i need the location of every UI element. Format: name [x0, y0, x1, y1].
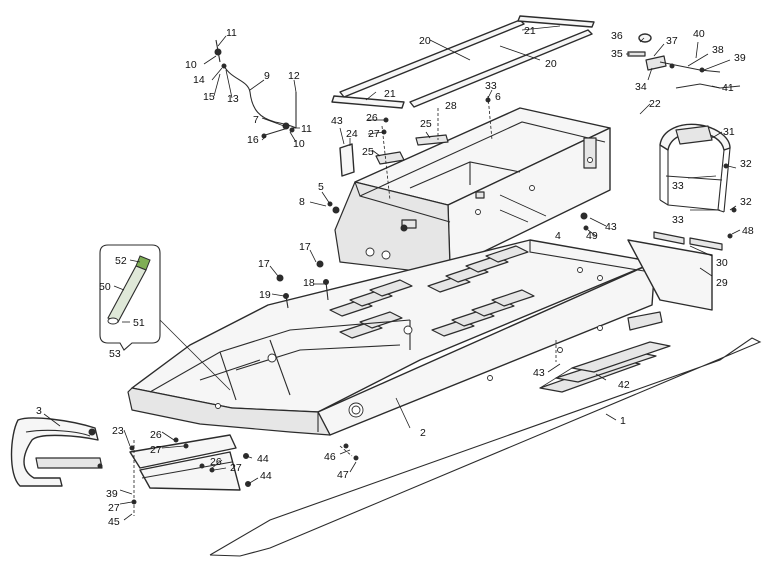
- callout-50: 50: [99, 281, 111, 293]
- callout-46: 46: [324, 451, 336, 463]
- detail-bubble: [99, 244, 231, 391]
- callout-43a: 43: [331, 115, 343, 127]
- callout-1: 1: [620, 415, 626, 427]
- callout-39a: 39: [734, 52, 746, 64]
- callout-40: 40: [693, 28, 705, 40]
- callout-41: 41: [722, 82, 734, 94]
- callout-26c: 26: [210, 456, 222, 468]
- callout-44a: 44: [257, 453, 269, 465]
- callout-22: 22: [649, 98, 661, 110]
- callout-32b: 32: [740, 196, 752, 208]
- top-rails: [331, 15, 595, 109]
- rear-grab-handle: [659, 123, 731, 213]
- callout-11a: 11: [226, 27, 237, 39]
- callout-24: 24: [346, 128, 358, 140]
- callout-10b: 10: [293, 138, 305, 150]
- ground-plane-outline: [209, 337, 762, 557]
- callout-21b: 21: [384, 88, 396, 100]
- callout-11b: 11: [301, 123, 312, 135]
- callout-26a: 26: [366, 112, 378, 124]
- callout-27b: 27: [150, 444, 162, 456]
- callout-20b: 20: [545, 58, 557, 70]
- callout-17b: 17: [258, 258, 270, 270]
- footrest-slats: [539, 341, 671, 393]
- callout-32a: 32: [740, 158, 752, 170]
- callout-18: 18: [303, 277, 315, 289]
- callout-26b: 26: [150, 429, 162, 441]
- callout-33a: 33: [485, 80, 497, 92]
- callout-20a: 20: [419, 35, 431, 47]
- callout-23: 23: [112, 425, 124, 437]
- leader-lines: [43, 25, 741, 521]
- callout-33c: 33: [672, 214, 684, 226]
- cargo-box: [334, 107, 611, 273]
- callout-51: 51: [133, 317, 145, 329]
- callout-labels: 1 2 3 4 5 6 7 8 9 10 10 11 11 12 13 14 1…: [36, 25, 754, 528]
- callout-7: 7: [253, 114, 259, 126]
- callout-36: 36: [611, 30, 623, 42]
- callout-38: 38: [712, 44, 724, 56]
- callout-3: 3: [36, 405, 42, 417]
- callout-39b: 39: [106, 488, 118, 500]
- callout-30: 30: [716, 257, 728, 269]
- callout-25b: 25: [362, 146, 374, 158]
- callout-31: 31: [723, 126, 735, 138]
- callout-16: 16: [247, 134, 259, 146]
- callout-44b: 44: [260, 470, 272, 482]
- callout-10a: 10: [185, 59, 197, 71]
- callout-4: 4: [555, 230, 561, 242]
- callout-8: 8: [299, 196, 305, 208]
- callout-34: 34: [635, 81, 647, 93]
- callout-17a: 17: [299, 241, 311, 253]
- callout-15: 15: [203, 91, 215, 103]
- callout-49: 49: [586, 230, 598, 242]
- callout-12: 12: [288, 70, 300, 82]
- callout-52: 52: [115, 255, 127, 267]
- cable-assembly: [214, 39, 297, 139]
- callout-43c: 43: [533, 367, 545, 379]
- callout-45: 45: [108, 516, 120, 528]
- callout-53: 53: [109, 348, 121, 360]
- callout-13: 13: [227, 93, 239, 105]
- callout-5: 5: [318, 181, 324, 193]
- callout-28: 28: [445, 100, 457, 112]
- callout-42: 42: [618, 379, 630, 391]
- rear-panel: [627, 231, 723, 311]
- callout-21a: 21: [524, 25, 536, 37]
- front-skid-rails: [129, 434, 241, 491]
- callout-33b: 33: [672, 180, 684, 192]
- main-chassis: [127, 239, 663, 436]
- callout-37: 37: [666, 35, 678, 47]
- callout-19: 19: [259, 289, 271, 301]
- callout-29: 29: [716, 277, 728, 289]
- callout-27c: 27: [230, 462, 242, 474]
- callout-35: 35: [611, 48, 623, 60]
- callout-47: 47: [337, 469, 349, 481]
- front-bumper: [10, 417, 103, 487]
- callout-48: 48: [742, 225, 754, 237]
- callout-25a: 25: [420, 118, 432, 130]
- callout-14: 14: [193, 74, 205, 86]
- callout-9: 9: [264, 70, 270, 82]
- fasteners: [129, 97, 737, 505]
- callout-2: 2: [420, 427, 426, 439]
- callout-27d: 27: [108, 502, 120, 514]
- callout-27a: 27: [368, 128, 380, 140]
- small-brackets: [339, 134, 449, 177]
- callout-43b: 43: [605, 221, 617, 233]
- linkage-parts: [627, 33, 741, 89]
- callout-6: 6: [495, 91, 501, 103]
